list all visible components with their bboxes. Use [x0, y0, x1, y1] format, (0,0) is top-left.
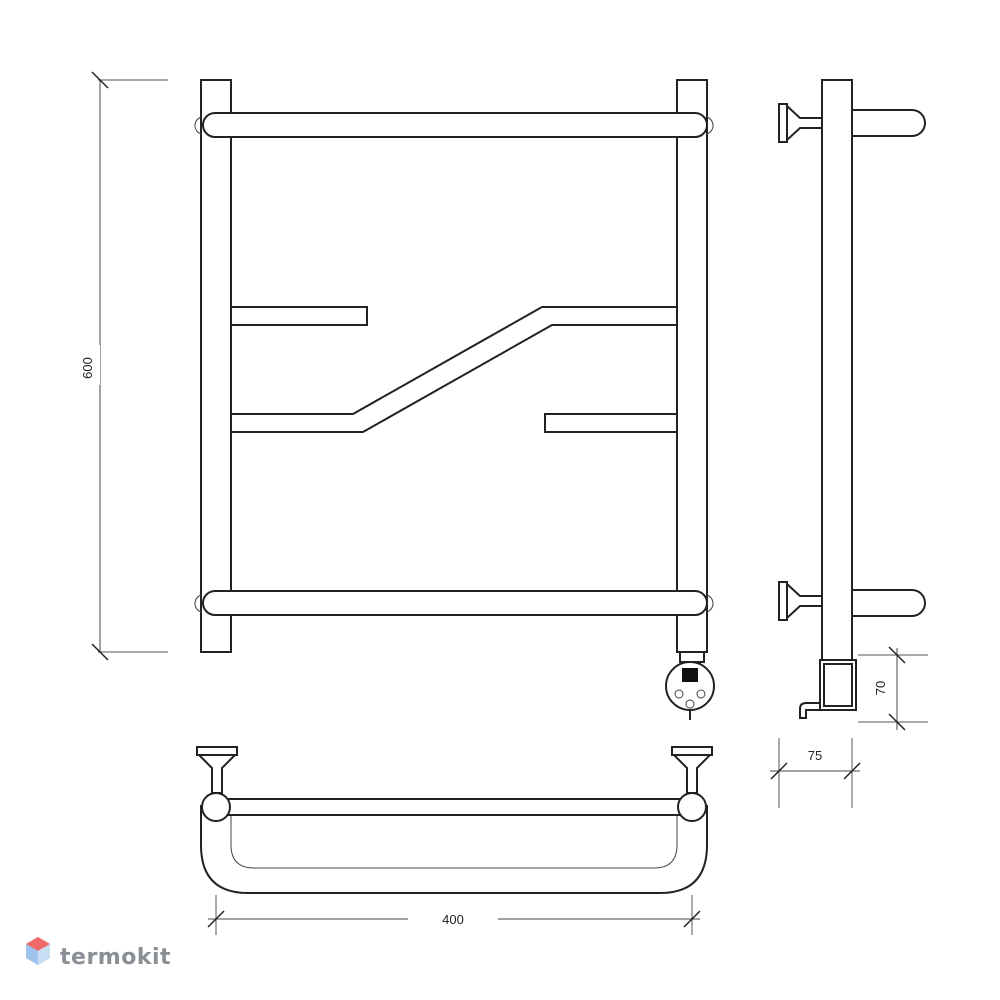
- top-bar: [215, 798, 693, 816]
- side-bottom-bracket: [778, 581, 823, 621]
- bottom-crossbar: [202, 590, 708, 616]
- height-dimension: 600: [80, 71, 188, 661]
- termokit-logo: termokit: [26, 937, 171, 970]
- top-left-bracket: [196, 746, 238, 794]
- cube-icon: [26, 937, 50, 965]
- side-heater: [799, 659, 857, 719]
- heater-height-dimension: 70: [858, 646, 935, 731]
- height-label: 600: [80, 357, 95, 379]
- front-view: 600: [80, 71, 715, 720]
- diagonal-rung: [230, 306, 678, 433]
- heater-height-label: 70: [873, 681, 888, 695]
- left-upper-rung: [230, 306, 368, 326]
- side-top-arm: [851, 109, 926, 137]
- side-post: [821, 79, 853, 661]
- logo-text: termokit: [60, 945, 171, 970]
- side-top-bracket: [778, 103, 823, 143]
- u-tube: [200, 805, 708, 894]
- right-post: [676, 79, 708, 653]
- heater-control: [665, 651, 715, 720]
- top-view: 400: [196, 746, 713, 935]
- side-view: 70 75: [770, 79, 935, 810]
- top-crossbar: [202, 112, 708, 138]
- top-right-bracket: [671, 746, 713, 794]
- right-lower-rung: [544, 413, 678, 433]
- side-bottom-arm: [851, 589, 926, 617]
- depth-label: 75: [808, 748, 822, 763]
- depth-dimension: 75: [770, 738, 861, 810]
- left-post: [200, 79, 232, 653]
- width-dimension: 400: [207, 895, 701, 935]
- width-label: 400: [442, 912, 464, 927]
